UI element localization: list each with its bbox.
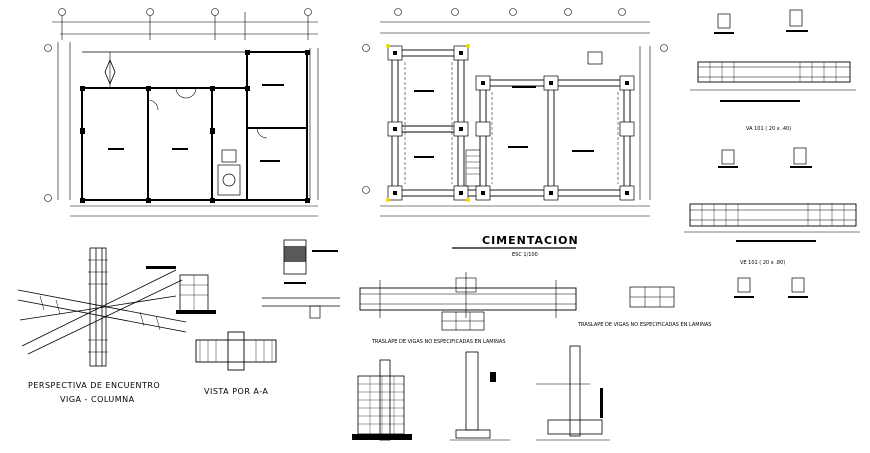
floor-plan (44, 8, 319, 217)
foundation-plan: CIMENTACION ESC 1/100 (362, 8, 668, 258)
overlap-note-center: TRASLAPE DE VIGAS NO ESPECIFICADAS EN LA… (371, 339, 505, 345)
perspective-caption-1: PERSPECTIVA DE ENCUENTRO (28, 381, 160, 390)
foundation-title: CIMENTACION (482, 234, 579, 247)
beam-details: VA 101 ( 20 x .40) VE 101 ( 20 x .80) TR… (577, 9, 860, 328)
small-section-details: VISTA POR A-A (146, 239, 340, 396)
foundation-scale: ESC 1/100 (512, 252, 538, 258)
overlap-note-right: TRASLAPE DE VIGAS NO ESPECIFICADAS EN LA… (577, 322, 711, 328)
section-caption: VISTA POR A-A (204, 387, 268, 396)
beam-column-perspective: PERSPECTIVA DE ENCUENTRO VIGA - COLUMNA (17, 247, 187, 404)
perspective-caption-2: VIGA - COLUMNA (60, 395, 135, 404)
beam-label-va101: VA 101 ( 20 x .40) (746, 126, 791, 132)
footing-sections (352, 345, 610, 441)
beam-overlap-detail: TRASLAPE DE VIGAS NO ESPECIFICADAS EN LA… (359, 272, 577, 345)
beam-label-ve101: VE 101 ( 20 x .80) (740, 260, 785, 266)
